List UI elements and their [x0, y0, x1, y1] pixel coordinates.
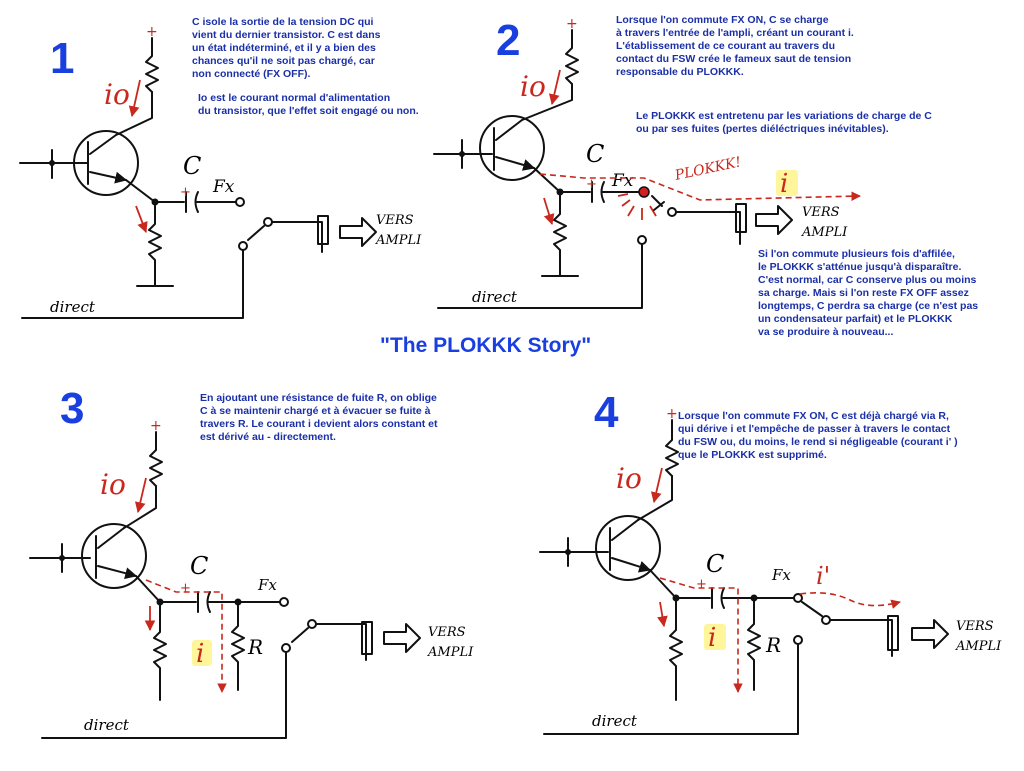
panel-1-transistor-symbol	[73, 130, 139, 196]
panel-2-circuit: + + C Fx VERS AMPLI direct io	[433, 16, 861, 309]
panel-4-circuit: + R + C Fx VERS AMPLI direct io i i'	[539, 406, 1002, 735]
panel-2-cap-plus: +	[586, 177, 597, 192]
panel-number-4: 4	[594, 388, 619, 437]
panel-1-circuit: + + C Fx VERS AMPLI direct io	[19, 24, 422, 319]
panel-4-current-prime-label: i'	[816, 562, 830, 590]
panel-1-amp-arrow	[339, 217, 377, 247]
panel-2-amp-label-1: VERS	[802, 205, 840, 220]
panel-4-fx-label: Fx	[771, 566, 791, 584]
panel-2-spark-rays	[617, 193, 657, 220]
panel-4-res-label: R	[765, 633, 781, 657]
panel-3-leak-resistor	[231, 601, 245, 691]
panel-2-current-label: i	[780, 169, 788, 199]
panel-3-amp-arrow	[383, 623, 421, 653]
panel-2-note-leak: Le PLOKKK est entretenu par les variatio…	[636, 110, 932, 135]
diagram-title: "The PLOKKK Story"	[380, 334, 592, 357]
panel-3-transistor-symbol	[81, 523, 147, 589]
panel-4-cap-plus: +	[696, 577, 707, 592]
panel-4-output-resistor	[887, 615, 899, 651]
panel-3-cap-label: C	[190, 552, 208, 580]
panel-2-plokkk-label: PLOKKK!	[673, 154, 743, 184]
panel-3-amp-label-2: AMPLI	[427, 645, 474, 660]
panel-3-direct-label: direct	[84, 716, 130, 734]
panel-2-cap-label: C	[586, 140, 604, 168]
panel-4-current-label: i	[708, 623, 716, 653]
panel-2-spark-contact	[638, 186, 650, 198]
panel-3-io-label: io	[100, 468, 126, 501]
panel-3-circuit: + R + C Fx VERS AMPLI direct io i	[29, 418, 474, 739]
panel-1-amp-label-1: VERS	[376, 213, 414, 228]
panel-3-current-label: i	[196, 639, 204, 669]
panel-3-collector-resistor	[149, 431, 163, 487]
panel-3-amp-label-1: VERS	[428, 625, 466, 640]
panel-1-fx-label: Fx	[212, 177, 235, 197]
panel-3-note-resistor: En ajoutant une résistance de fuite R, o…	[200, 392, 438, 443]
panel-2-transistor-symbol	[479, 115, 545, 181]
panel-2-amp-label-2: AMPLI	[801, 225, 848, 240]
panel-4-current-highlight	[704, 624, 726, 650]
panel-4-collector-resistor	[665, 419, 679, 477]
panel-2-output-resistor	[735, 203, 747, 233]
panel-1-amp-label-2: AMPLI	[375, 233, 422, 248]
panel-1-collector-resistor	[145, 37, 159, 93]
panel-2-collector-resistor	[565, 29, 579, 85]
panel-4-io-label: io	[616, 462, 642, 495]
panel-2-note-fx-on: Lorsque l'on commute FX ON, C se charge …	[616, 14, 854, 78]
panel-4-cap-label: C	[706, 550, 724, 578]
panel-1-plus-supply: +	[146, 24, 158, 40]
panel-3-cap-plus: +	[180, 581, 191, 596]
panel-2-amp-arrow	[755, 205, 793, 235]
panel-4-transistor-symbol	[595, 515, 661, 581]
panel-4-note-precharged: Lorsque l'on commute FX ON, C est déjà c…	[678, 410, 958, 461]
panel-2-io-label: io	[520, 70, 546, 103]
panel-1-note-current: Io est le courant normal d'alimentation …	[198, 92, 419, 117]
panel-1-io-label: io	[104, 78, 130, 111]
panel-2-direct-label: direct	[472, 288, 518, 306]
panel-3-current-highlight	[192, 640, 212, 666]
panel-2-plus-supply: +	[566, 16, 578, 32]
panel-4-amp-label-2: AMPLI	[955, 639, 1002, 654]
panel-2-current-highlight	[776, 170, 798, 196]
panel-4-amp-label-1: VERS	[956, 619, 994, 634]
panel-2-fx-label: Fx	[611, 171, 634, 191]
panel-4-amp-arrow	[911, 619, 949, 649]
panel-3-res-label: R	[247, 635, 263, 659]
panel-4-plus-supply: +	[666, 406, 678, 422]
panel-1-direct-label: direct	[50, 298, 96, 316]
panel-number-1: 1	[50, 34, 75, 83]
panel-1-output-resistor	[317, 215, 329, 245]
panel-number-2: 2	[496, 16, 521, 65]
panel-1-note-capacitor: C isole la sortie de la tension DC qui v…	[192, 16, 381, 80]
panel-1-cap-label: C	[183, 152, 201, 180]
panel-3-output-resistor	[361, 621, 373, 655]
panel-number-3: 3	[60, 384, 85, 433]
panel-3-fx-label: Fx	[257, 576, 277, 594]
panel-2-note-repeat: Si l'on commute plusieurs fois d'affilée…	[758, 248, 979, 338]
panel-3-plus-supply: +	[150, 418, 162, 434]
panel-4-leak-resistor	[747, 597, 761, 691]
panel-4-direct-label: direct	[592, 712, 638, 730]
panel-1-cap-plus: +	[180, 185, 191, 200]
